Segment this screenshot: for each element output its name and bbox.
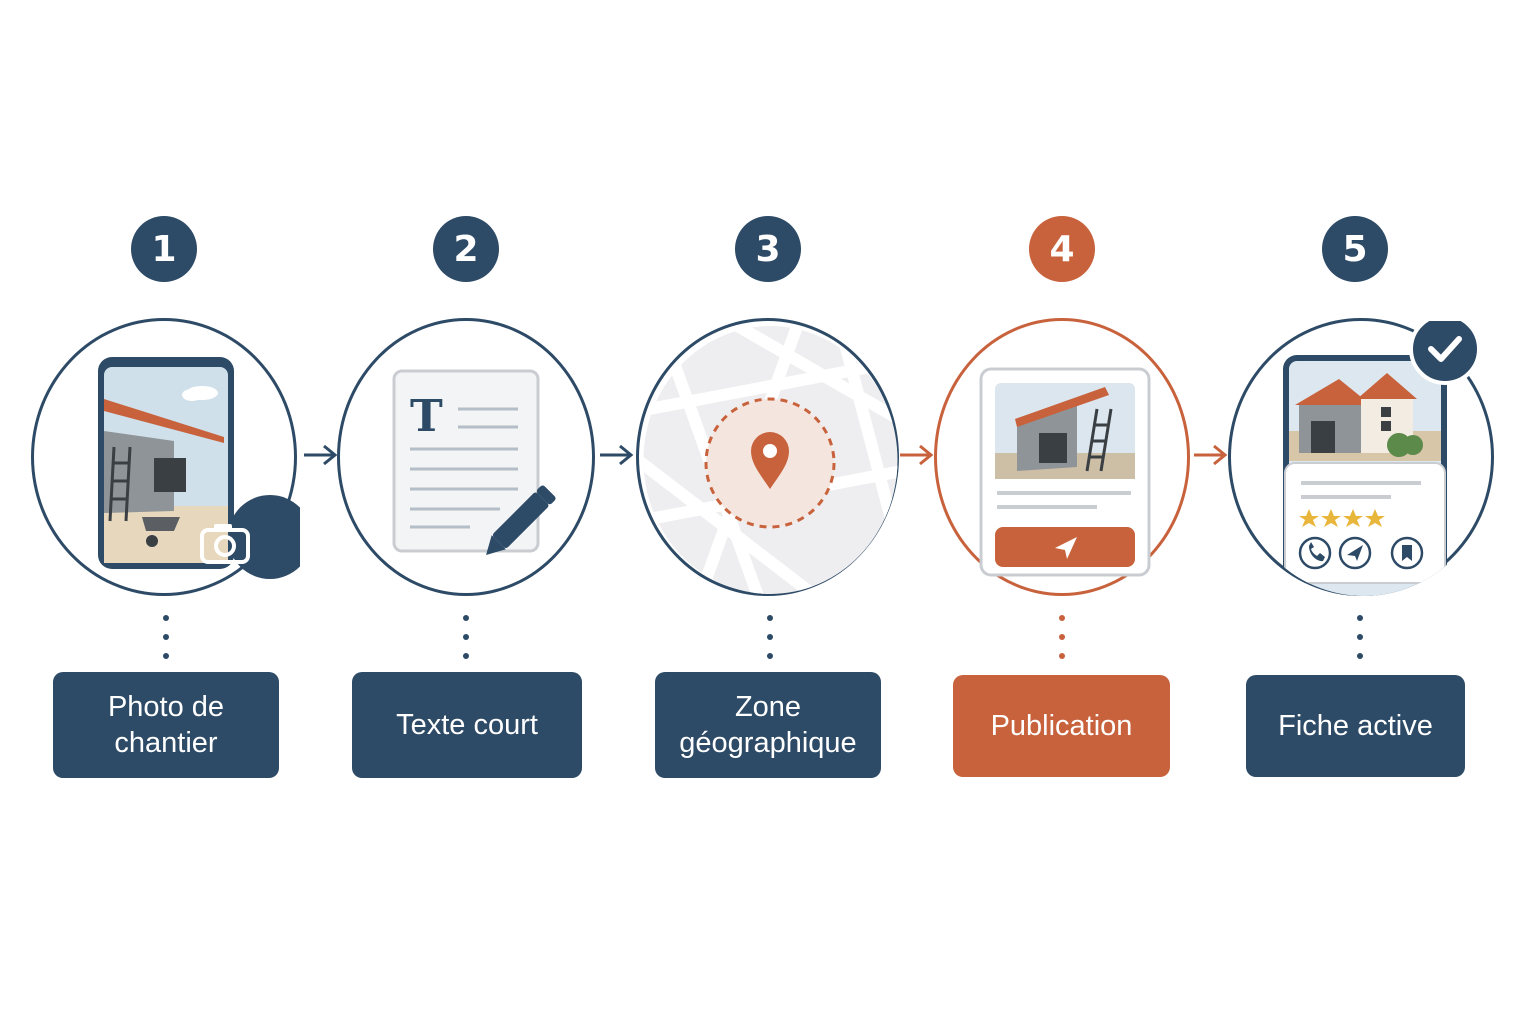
step-4-connector <box>1059 615 1065 659</box>
arrow-4-5 <box>1194 444 1228 466</box>
bookmark-icon <box>1402 545 1412 561</box>
step-5-connector <box>1357 615 1363 659</box>
step-3-label: Zone géographique <box>655 672 881 778</box>
document-illustration: T <box>392 369 540 553</box>
step-2-connector <box>463 615 469 659</box>
step-4-circle <box>934 318 1190 596</box>
svg-text:T: T <box>410 391 443 442</box>
step-4-badge: 4 <box>1029 216 1095 282</box>
post-card-illustration <box>979 367 1151 577</box>
camera-icon <box>200 524 250 564</box>
step-3-circle <box>636 318 899 596</box>
step-5-badge: 5 <box>1322 216 1388 282</box>
directions-icon <box>1347 545 1363 561</box>
pencil-icon <box>486 485 556 555</box>
arrow-3-4 <box>900 444 934 466</box>
step-1-badge: 1 <box>131 216 197 282</box>
step-3-connector <box>767 615 773 659</box>
step-1-label: Photo de chantier <box>53 672 279 778</box>
arrow-1-2 <box>304 444 338 466</box>
step-1-circle <box>31 318 300 596</box>
map-pin-icon <box>751 432 789 489</box>
step-2-badge: 2 <box>433 216 499 282</box>
send-icon <box>1055 537 1077 559</box>
step-2-label: Texte court <box>352 672 582 778</box>
phone-icon <box>1309 542 1325 562</box>
step-5-label: Fiche active <box>1246 675 1465 777</box>
step-4-label: Publication <box>953 675 1170 777</box>
arrow-2-3 <box>600 444 634 466</box>
step-1-connector <box>163 615 169 659</box>
check-icon <box>1409 321 1481 385</box>
step-3-badge: 3 <box>735 216 801 282</box>
phone-photo-illustration <box>98 357 300 579</box>
step-2-circle: T <box>337 318 595 596</box>
step-5-circle <box>1228 318 1494 596</box>
